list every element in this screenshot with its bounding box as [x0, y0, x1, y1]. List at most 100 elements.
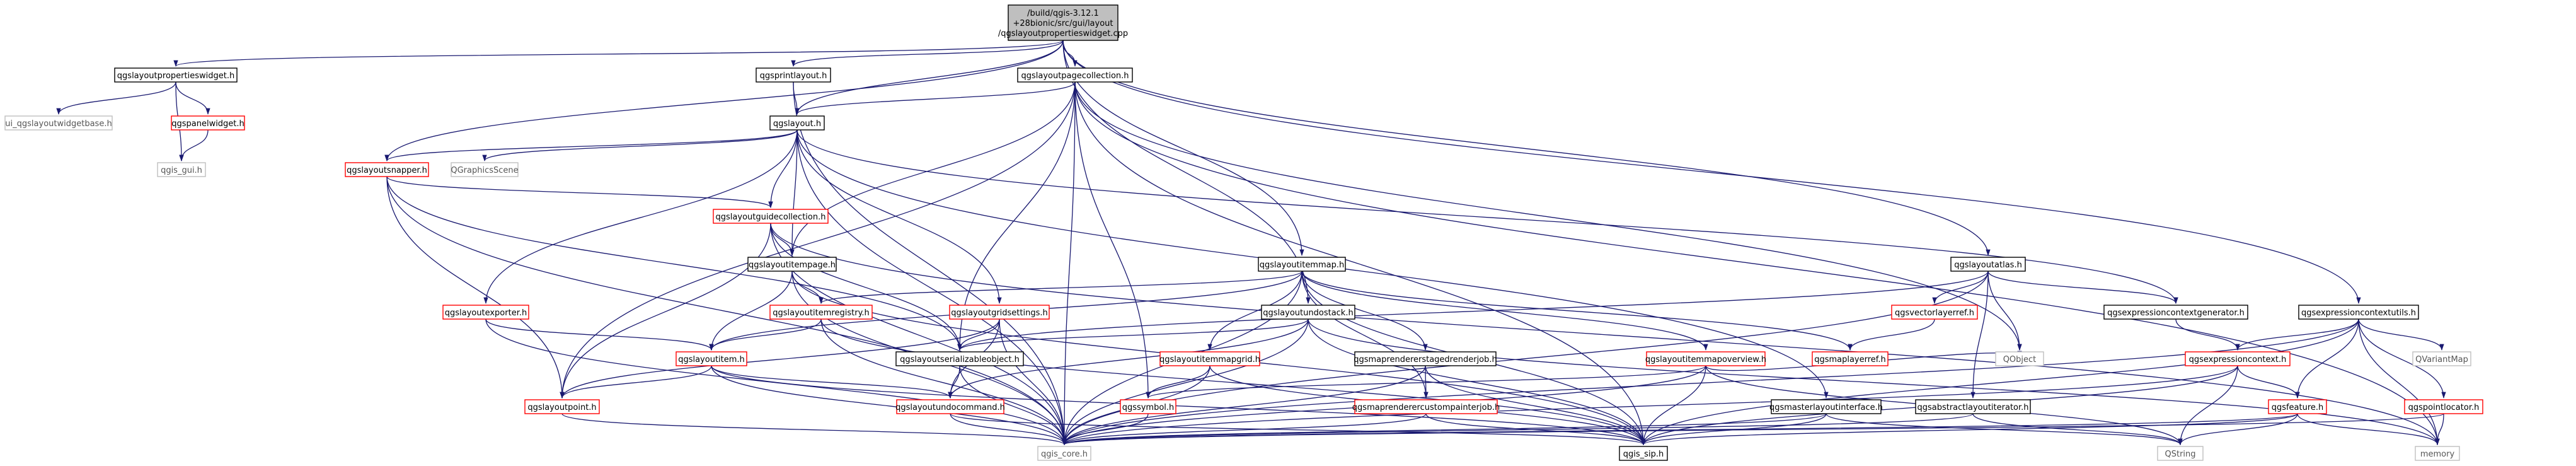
node-box [1159, 351, 1260, 366]
node-QObject: QObject [1995, 351, 2044, 366]
edge-qgspointlocator_h-to-memory [2435, 413, 2444, 446]
edge-qgslayoutatlas_h-to-QObject [1987, 271, 2022, 351]
node-label: qgslayout.h [773, 119, 821, 129]
edge-qgsexpressioncontextutils_h-to-qgis_sip_h [1641, 318, 2359, 446]
edge-qgslayoutgridsettings_h-to-qgslayoutpoint_h [560, 318, 1000, 399]
edge-qgslayoutsnapper_h-to-qgslayoutguidecollection_h [386, 176, 773, 209]
node-qgslayoutgridsettings-h[interactable]: qgslayoutgridsettings.h [949, 305, 1050, 320]
node-label: qgsvectorlayerref.h [1895, 308, 1974, 318]
edge-qgslayoutpagecollection_h-to-memory [1074, 81, 2440, 446]
node-box [345, 162, 429, 177]
node-qgslayoutatlas-h[interactable]: qgslayoutatlas.h [1950, 257, 2026, 272]
node-qgslayoutitemmapoverview-h[interactable]: qgslayoutitemmapoverview.h [1645, 351, 1766, 366]
node-qgis-sip-h[interactable]: qgis_sip.h [1619, 446, 1668, 461]
node-label: qgis_sip.h [1623, 450, 1664, 459]
edge-root-to-qgslayoutsnapper_h [384, 40, 1064, 162]
node-qgspanelwidget-h[interactable]: qgspanelwidget.h [171, 115, 245, 131]
edge-qgslayoutundocommand_h-to-qgis_sip_h [950, 413, 1646, 446]
node-qgsmasterlayoutinterface-h[interactable]: qgsmasterlayoutinterface.h [1769, 399, 1883, 414]
node-box [2268, 399, 2327, 414]
node-qgslayoutitempage-h[interactable]: qgslayoutitempage.h [747, 257, 837, 272]
node-box [2415, 446, 2460, 461]
edge-qgslayoutpagecollection_h-to-qgslayoutitempage_h [790, 81, 1076, 257]
edge-root-to-qgsexpressioncontextutils_h [1062, 40, 2361, 305]
node-qgsexpressioncontextgenerator-h[interactable]: qgsexpressioncontextgenerator.h [2103, 305, 2248, 320]
node-root[interactable]: /build/qgis-3.12.1+28bionic/src/gui/layo… [998, 4, 1128, 41]
edge-qgsexpressioncontext_h-to-QString [2178, 365, 2238, 446]
node-label: qgis_gui.h [161, 166, 202, 175]
node-label: qgsmaprendererstagedrenderjob.h [1354, 355, 1497, 364]
node-qgsmaprenderer-custom-h[interactable]: qgsmaprenderercustompainterjob.h [1352, 399, 1500, 414]
edge-qgslayoutitem_h-to-qgslayoutundocommand_h [711, 365, 953, 399]
node-qgspointlocator-h[interactable]: qgspointlocator.h [2404, 399, 2483, 414]
node-label: qgslayoutserializableobject.h [900, 355, 1020, 364]
node-box [451, 162, 519, 177]
node-box [949, 305, 1050, 320]
edge-qgsmaprenderer_custom_h-to-qgis_core_h [1062, 413, 1427, 446]
edge-qgsfeature_h-to-qgis_sip_h [1641, 413, 2298, 446]
node-qgsexpressioncontextutils-h[interactable]: qgsexpressioncontextutils.h [2298, 305, 2419, 320]
node-qgslayoutitem-h[interactable]: qgslayoutitem.h [676, 351, 747, 366]
node-box [114, 67, 238, 83]
node-qgslayoutitemmapgrid-h[interactable]: qgslayoutitemmapgrid.h [1159, 351, 1260, 366]
node-label: qgspointlocator.h [2408, 403, 2480, 412]
node-box [2185, 351, 2291, 366]
edge-qgslayoutserializableobject_h-to-qgslayoutundocommand_h [948, 365, 960, 399]
edge-qgsmaprenderer_staged_h-to-qgis_core_h [1062, 365, 1426, 446]
node-qgsprintlayout-h[interactable]: qgsprintlayout.h [756, 67, 831, 83]
edge-qgslayoutitem_h-to-qgis_core_h [711, 365, 1067, 446]
edge-qgslayoutguidecollection_h-to-qgslayoutpoint_h [560, 223, 771, 399]
node-box [157, 162, 206, 177]
edge-qgslayoutitemmapoverview_h-to-qgssymbol_h [1146, 365, 1706, 399]
edge-qgsmaprenderer_custom_h-to-qgis_sip_h [1425, 413, 1646, 446]
edge-qgslayoutitemmap_h-to-qgslayoutitemmapoverview_h [1301, 271, 1708, 351]
node-box [896, 399, 1004, 414]
node-qgsabstractlayoutiterator-h[interactable]: qgsabstractlayoutiterator.h [1915, 399, 2031, 414]
edge-qgsexpressioncontext_h-to-qgsfeature_h [2237, 365, 2300, 399]
node-label: qgsfeature.h [2272, 403, 2324, 412]
node-qgslayoutserializableobject-h[interactable]: qgslayoutserializableobject.h [895, 351, 1024, 366]
edge-qgslayout_h-to-qgsexpressioncontextgenerator_h [796, 129, 2178, 305]
edge-qgslayoutundostack_h-to-qgis_sip_h [1308, 318, 1646, 446]
edge-qgslayoutguidecollection_h-to-memory [770, 223, 2440, 446]
node-qgslayoutsnapper-h[interactable]: qgslayoutsnapper.h [345, 162, 429, 177]
edge-qgslayoutitemmap_h-to-qgsmaprenderer_staged_h [1301, 271, 1428, 351]
node-layer: /build/qgis-3.12.1+28bionic/src/gui/layo… [4, 4, 2483, 461]
node-qgsmaprenderer-staged-h[interactable]: qgsmaprendererstagedrenderjob.h [1354, 351, 1497, 366]
node-qgsexpressioncontext-h[interactable]: qgsexpressioncontext.h [2185, 351, 2291, 366]
node-box [1037, 446, 1091, 461]
node-qgslayoutundocommand-h[interactable]: qgslayoutundocommand.h [895, 399, 1005, 414]
node-box [769, 305, 873, 320]
node-qgslayout-h[interactable]: qgslayout.h [769, 115, 825, 131]
node-qgsvectorlayerref-h[interactable]: qgsvectorlayerref.h [1891, 305, 1978, 320]
node-label: qgsabstractlayoutiterator.h [1917, 403, 2028, 412]
node-qgslayoutundostack-h[interactable]: qgslayoutundostack.h [1261, 305, 1355, 320]
node-qgssymbol-h[interactable]: qgssymbol.h [1120, 399, 1176, 414]
node-qgslayoutguidecollection-h[interactable]: qgslayoutguidecollection.h [713, 209, 829, 224]
node-qgsmaplayerref-h[interactable]: qgsmaplayerref.h [1812, 351, 1889, 366]
node-label: qgsexpressioncontextutils.h [2301, 308, 2416, 318]
edge-qgsabstractlayoutiterator_h-to-QString [1972, 413, 2183, 446]
node-qgslayoutpagecollection-h[interactable]: qgslayoutpagecollection.h [1017, 67, 1133, 83]
node-box [2103, 305, 2248, 320]
node-qgslayoutitemmap-h[interactable]: qgslayoutitemmap.h [1258, 257, 1346, 272]
node-box [1812, 351, 1889, 366]
node-label: qgspanelwidget.h [171, 119, 244, 129]
edge-qgslayoutguidecollection_h-to-qgslayoutitempage_h [770, 223, 795, 257]
node-qgslayoutpropertieswidget-h[interactable]: qgslayoutpropertieswidget.h [114, 67, 238, 83]
node-label: qgslayoutpoint.h [527, 403, 596, 412]
node-qgslayoutitemregistry-h[interactable]: qgslayoutitemregistry.h [769, 305, 873, 320]
node-box [2412, 351, 2471, 366]
node-ui-qgslayoutwidgetbase-h: ui_qgslayoutwidgetbase.h [4, 115, 113, 131]
edge-qgslayoutitemmap_h-to-qgslayoutitemmapgrid_h [1207, 271, 1302, 351]
node-qgslayoutexporter-h[interactable]: qgslayoutexporter.h [442, 305, 529, 320]
node-label: QString [2165, 450, 2195, 459]
edge-qgsabstractlayoutiterator_h-to-qgis_core_h [1062, 413, 1974, 446]
node-qgslayoutpoint-h[interactable]: qgslayoutpoint.h [524, 399, 600, 414]
node-box [1008, 4, 1118, 41]
edge-root-to-qgslayoutundostack_h [1062, 40, 1311, 305]
node-label: qgslayoutgridsettings.h [951, 308, 1048, 318]
edge-qgslayoutatlas_h-to-qgsabstractlayoutiterator_h [1970, 271, 1989, 399]
edge-qgslayoutexporter_h-to-qgslayoutitem_h [485, 318, 714, 351]
node-qgsfeature-h[interactable]: qgsfeature.h [2268, 399, 2327, 414]
